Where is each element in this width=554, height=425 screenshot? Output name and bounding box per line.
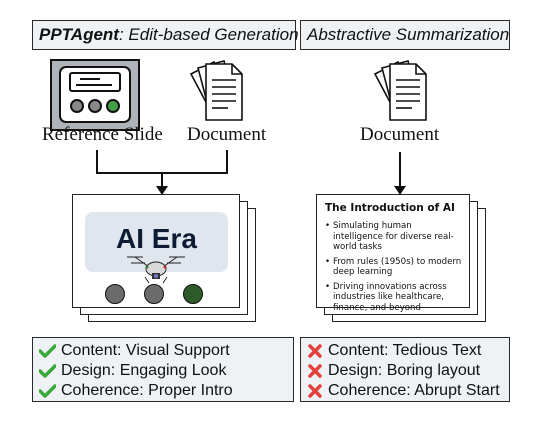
slide-circle-2	[144, 284, 164, 304]
check-icon	[39, 384, 56, 398]
slide-page-front: AI Era	[72, 194, 240, 308]
summary-bullet: •Driving innovations across industries l…	[325, 282, 463, 314]
drone-icon	[127, 256, 185, 284]
check-icon	[39, 364, 56, 378]
document-stack-icon	[188, 58, 246, 129]
right-result-row: Design: Boring layout	[307, 361, 509, 381]
slide-circle-3	[183, 284, 203, 304]
summary-slide-title: The Introduction of AI	[325, 202, 455, 214]
merge-arrow-head	[156, 186, 168, 195]
left-results-panel: Content: Visual Support Design: Engaging…	[32, 337, 294, 402]
reference-slide-label: Reference Slide	[42, 124, 163, 145]
cross-icon	[308, 384, 322, 398]
left-header-rest: : Edit-based Generation	[118, 25, 299, 44]
summary-bullet: •From rules (1950s) to modern deep learn…	[325, 256, 462, 278]
left-result-row: Design: Engaging Look	[39, 361, 293, 381]
right-results-panel: Content: Tedious Text Design: Boring lay…	[300, 337, 510, 402]
right-result-text: Design: Boring layout	[328, 362, 481, 379]
summary-bullet-text: From rules (1950s) to modern deep learni…	[333, 256, 462, 278]
right-result-text: Coherence: Abrupt Start	[328, 382, 500, 399]
summary-bullet-text: Driving innovations across industries li…	[333, 281, 447, 313]
left-result-row: Content: Visual Support	[39, 341, 293, 361]
slide-circle-1	[105, 284, 125, 304]
right-result-text: Content: Tedious Text	[328, 342, 482, 359]
left-result-text: Coherence: Proper Intro	[61, 382, 233, 399]
slide-title: AI Era	[116, 223, 197, 254]
right-result-row: Coherence: Abrupt Start	[307, 381, 509, 401]
merge-arrow-shaft	[161, 172, 163, 189]
slide-page-front: The Introduction of AI •Simulating human…	[316, 194, 470, 313]
document-stack-icon	[372, 58, 430, 129]
merge-line-right	[226, 150, 228, 173]
left-result-text: Content: Visual Support	[61, 342, 230, 359]
merge-line-left	[96, 150, 98, 173]
right-result-row: Content: Tedious Text	[307, 341, 509, 361]
summary-bullet: •Simulating human intelligence for diver…	[325, 221, 463, 253]
right-arrow-head	[394, 186, 406, 195]
slide-template-icon	[50, 59, 140, 136]
right-arrow-shaft	[399, 152, 401, 189]
left-header: PPTAgent: Edit-based Generation	[32, 20, 299, 50]
summary-bullet-text: Simulating human intelligence for divers…	[333, 221, 454, 252]
left-header-method: PPTAgent	[39, 25, 119, 44]
left-document-label: Document	[187, 124, 267, 145]
cross-icon	[308, 364, 322, 378]
right-header: Abstractive Summarization	[300, 20, 510, 50]
cross-icon	[308, 344, 322, 358]
right-document-label: Document	[360, 124, 440, 145]
check-icon	[39, 344, 56, 358]
left-result-text: Design: Engaging Look	[61, 362, 227, 379]
left-result-row: Coherence: Proper Intro	[39, 381, 293, 401]
